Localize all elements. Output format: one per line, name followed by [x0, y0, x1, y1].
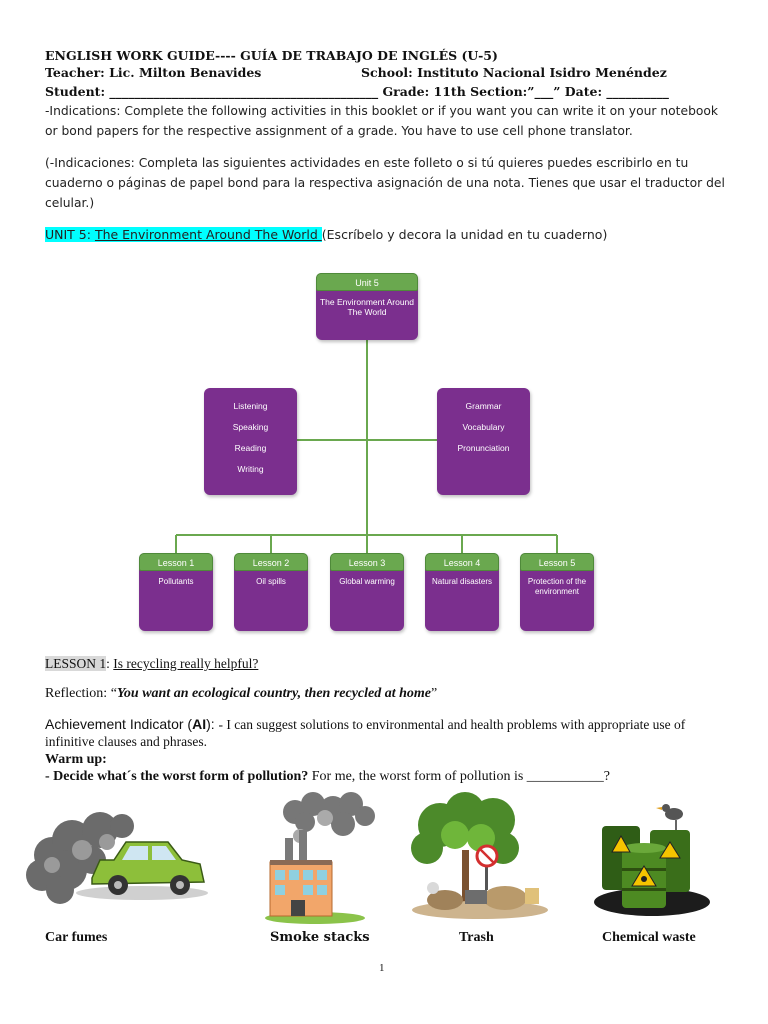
reflection-line: Reflection: “You want an ecological coun…: [45, 686, 437, 702]
lesson-sep: :: [106, 656, 114, 671]
lesson-heading: LESSON 1: Is recycling really helpful?: [45, 656, 258, 672]
caption-chemical-waste: Chemical waste: [602, 930, 696, 945]
unit-diagram: Unit 5 The Environment Around The World …: [0, 260, 768, 640]
unit-node-body: The Environment Around The World: [319, 297, 415, 317]
ai-text: - I can suggest solutions to environment…: [45, 717, 686, 749]
lesson-node-2: Lesson 2 Oil spills: [234, 553, 308, 631]
warmup-question: - Decide what´s the worst form of pollut…: [45, 769, 309, 784]
skill-speaking: Speaking: [232, 422, 269, 432]
ai-label-a: Achievement Indicator (: [45, 716, 193, 732]
lesson-node-cap: Lesson 1: [139, 553, 213, 571]
lesson-node-1: Lesson 1 Pollutants: [139, 553, 213, 631]
skill-vocabulary: Vocabulary: [462, 422, 505, 432]
reflection-label: Reflection: “: [45, 686, 117, 701]
lesson-node-body: Global warming: [339, 577, 395, 586]
ai-label-c: ):: [206, 716, 219, 732]
skill-grammar: Grammar: [465, 401, 502, 411]
unit-title: The Environment Around The World: [94, 227, 322, 242]
indications-es: (-Indicaciones: Completa las siguientes …: [45, 156, 725, 210]
student-line: Student: _______________________________…: [45, 84, 669, 99]
skills-node-left: Listening Speaking Reading Writing: [204, 388, 297, 495]
warmup-answer: For me, the worst form of pollution is _…: [308, 769, 611, 784]
trash-illustration: [405, 790, 555, 925]
unit-heading: UNIT 5: The Environment Around The World…: [45, 227, 607, 242]
lesson-node-cap: Lesson 5: [520, 553, 594, 571]
caption-car-fumes: Car fumes: [45, 930, 108, 945]
achievement-indicator: Achievement Indicator (AI): - I can sugg…: [45, 716, 735, 750]
lesson-node-3: Lesson 3 Global warming: [330, 553, 404, 631]
warmup-question-line: - Decide what´s the worst form of pollut…: [45, 769, 610, 785]
lesson-label: LESSON 1: [45, 656, 107, 671]
lesson-node-body: Protection of the environment: [527, 577, 587, 596]
lesson-node-body: Pollutants: [158, 577, 194, 586]
skill-pronunciation: Pronunciation: [457, 443, 510, 453]
car-fumes-illustration: [22, 790, 212, 925]
lesson-node-cap: Lesson 4: [425, 553, 499, 571]
unit-node-cap: Unit 5: [316, 273, 418, 291]
chemical-barrels-illustration: [590, 790, 715, 925]
lesson-node-cap: Lesson 2: [234, 553, 308, 571]
indications-en: -Indications: Complete the following act…: [45, 104, 719, 138]
guide-title: ENGLISH WORK GUIDE---- GUÍA DE TRABAJO D…: [45, 48, 498, 63]
caption-trash: Trash: [459, 930, 494, 945]
ai-label-b: AI: [192, 716, 207, 732]
skill-writing: Writing: [237, 464, 264, 474]
skills-node-right: Grammar Vocabulary Pronunciation: [437, 388, 530, 495]
teacher-line: Teacher: Lic. Milton Benavides: [45, 65, 262, 80]
unit-node: Unit 5 The Environment Around The World: [316, 273, 418, 340]
warmup-title: Warm up:: [45, 752, 107, 767]
lesson-node-5: Lesson 5 Protection of the environment: [520, 553, 594, 631]
lesson-node-body: Natural disasters: [431, 577, 493, 586]
unit-note: (Escríbelo y decora la unidad en tu cuad…: [321, 227, 608, 242]
skill-reading: Reading: [234, 443, 267, 453]
reflection-close: ”: [431, 686, 438, 701]
lesson-node-cap: Lesson 3: [330, 553, 404, 571]
page-number: 1: [379, 962, 385, 974]
diagram-connectors: [175, 340, 558, 553]
unit-label: UNIT 5:: [45, 227, 95, 242]
reflection-quote: You want an ecological country, then rec…: [116, 686, 431, 701]
school-line: School: Instituto Nacional Isidro Menénd…: [361, 65, 667, 80]
skill-listening: Listening: [233, 401, 268, 411]
factory-smoke-illustration: [255, 790, 385, 925]
lesson-node-body: Oil spills: [256, 577, 286, 586]
lesson-node-4: Lesson 4 Natural disasters: [425, 553, 499, 631]
caption-smoke-stacks: Smoke stacks: [270, 930, 370, 945]
lesson-title: Is recycling really helpful?: [113, 656, 259, 671]
